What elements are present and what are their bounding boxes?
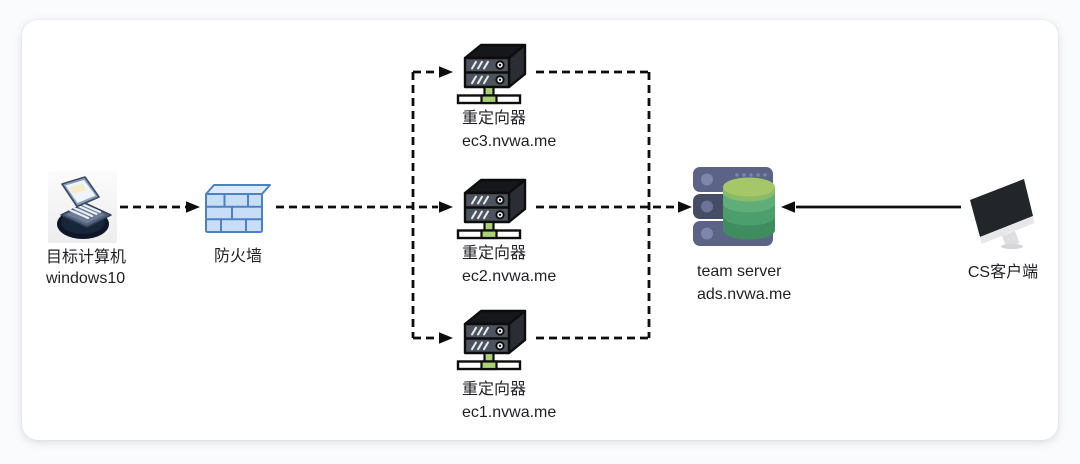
redirector-host: ec2.nvwa.me (462, 268, 557, 285)
redirector-name: 重定向器 (462, 245, 527, 262)
redirector-name: 重定向器 (462, 381, 527, 398)
redirector-name: 重定向器 (462, 110, 527, 127)
target-name: 目标计算机 (46, 249, 127, 266)
team-server-name: team server (697, 263, 782, 280)
firewall-icon (205, 184, 271, 233)
redirector-host: ec1.nvwa.me (462, 404, 557, 421)
diagram-canvas (22, 20, 1058, 440)
monitor-icon (970, 179, 1035, 250)
laptop-icon (48, 171, 117, 243)
redirector-host: ec3.nvwa.me (462, 133, 557, 150)
target-os: windows10 (46, 270, 126, 287)
firewall-label: 防火墙 (213, 248, 262, 265)
cs-client-label: CS客户端 (967, 264, 1039, 281)
server-icon (456, 309, 527, 371)
server-icon (456, 178, 527, 240)
server-icon (456, 43, 527, 105)
team-server-database-icon (693, 167, 775, 246)
team-server-host: ads.nvwa.me (697, 286, 792, 303)
